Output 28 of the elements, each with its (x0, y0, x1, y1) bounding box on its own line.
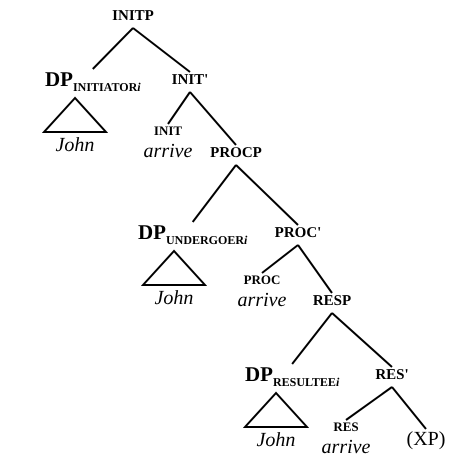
tree-branch (297, 244, 333, 294)
word: John (56, 134, 94, 156)
tree-branch (167, 91, 191, 125)
tree-branch (345, 386, 393, 421)
tree-branch (291, 312, 333, 365)
tree-branch (261, 244, 299, 274)
node-label: RES (333, 418, 359, 436)
node-label: INIT' (172, 71, 208, 90)
node-label: PROC (244, 271, 280, 289)
node-label: RESP (312, 292, 352, 311)
word: arrive (322, 436, 370, 458)
node-label: INIT (154, 122, 182, 140)
word: John (256, 429, 296, 451)
word: arrive (238, 289, 286, 311)
tree-branch (132, 27, 191, 73)
tree-branch (92, 27, 134, 70)
node-label: (XP) (406, 427, 446, 451)
word: John (154, 287, 194, 309)
node-label: PROC' (274, 224, 322, 243)
word: arrive (144, 140, 192, 162)
tree-branch (391, 386, 427, 430)
tree-branch (192, 164, 237, 223)
tree-branch (235, 164, 299, 226)
node-label: PROCP (210, 144, 262, 163)
tree-branch (189, 91, 237, 146)
node-label: RES' (375, 366, 409, 385)
node-label: INITP (112, 7, 154, 26)
tree-branch (331, 312, 393, 368)
